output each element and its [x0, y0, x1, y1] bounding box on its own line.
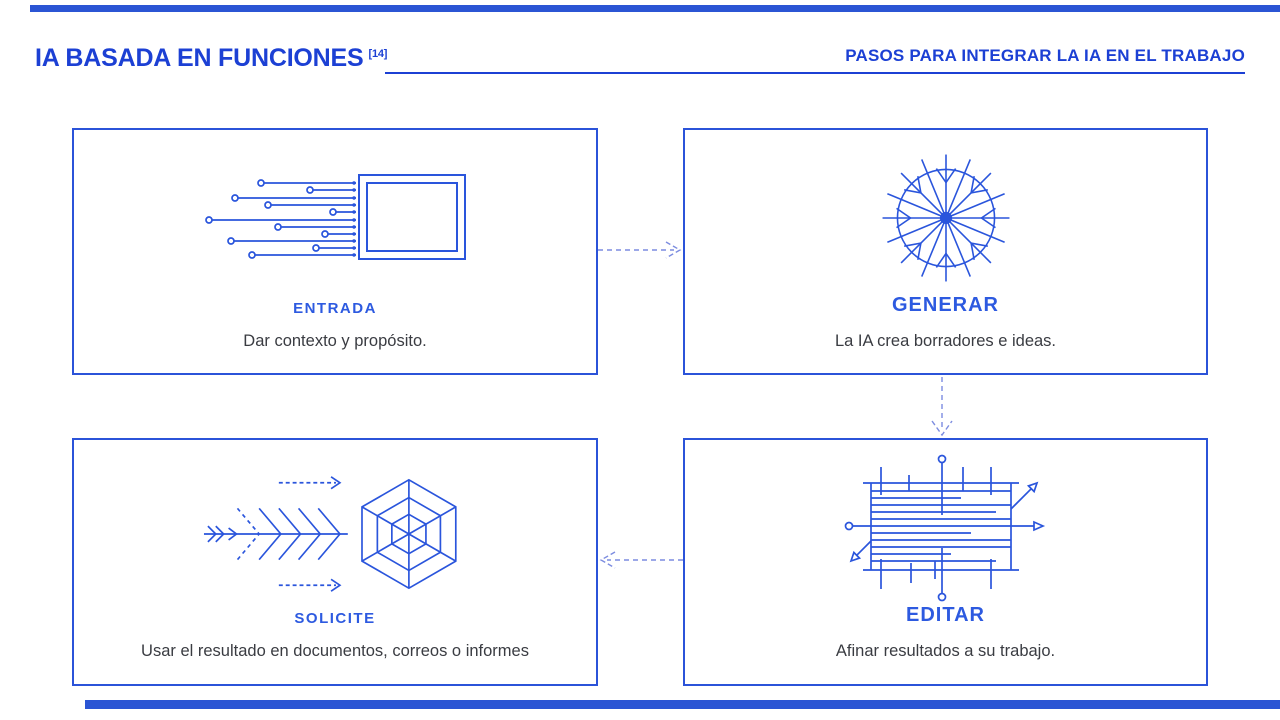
- card-editar-description: Afinar resultados a su trabajo.: [835, 642, 1056, 660]
- entrada-icon-wrap: [74, 130, 596, 306]
- connector-arrow-down: [931, 377, 953, 437]
- page-title: IA BASADA EN FUNCIONES [14]: [35, 44, 387, 73]
- generar-icon-wrap: [685, 130, 1206, 306]
- card-editar-label: EDITAR: [906, 604, 985, 626]
- card-generar: GENERAR La IA crea borradores e ideas.: [683, 128, 1208, 375]
- input-stream-icon: [205, 174, 466, 260]
- connector-arrow-left: [599, 551, 683, 569]
- top-accent-bar: [30, 5, 1280, 12]
- request-arrow-web-icon: [203, 476, 457, 592]
- card-solicite-label: SOLICITE: [294, 610, 376, 627]
- solicite-icon-wrap: [74, 446, 596, 622]
- subtitle-rule: PASOS PARA INTEGRAR LA IA EN EL TRABAJO: [385, 46, 1245, 74]
- card-solicite-description: Usar el resultado en documentos, correos…: [141, 642, 529, 660]
- bottom-accent-bar: [85, 700, 1280, 709]
- card-entrada: ENTRADA Dar contexto y propósito.: [72, 128, 598, 375]
- page-title-text: IA BASADA EN FUNCIONES: [35, 44, 364, 72]
- card-entrada-description: Dar contexto y propósito.: [243, 332, 427, 350]
- edit-document-icon: [844, 454, 1045, 602]
- connector-arrow-right: [598, 241, 682, 259]
- generate-burst-icon: [882, 154, 1009, 282]
- card-solicite: SOLICITE Usar el resultado en documentos…: [72, 438, 598, 686]
- editar-icon-wrap: [685, 440, 1206, 616]
- page-subtitle: PASOS PARA INTEGRAR LA IA EN EL TRABAJO: [845, 46, 1245, 65]
- title-reference: [14]: [368, 47, 388, 60]
- card-editar: EDITAR Afinar resultados a su trabajo.: [683, 438, 1208, 686]
- card-generar-description: La IA crea borradores e ideas.: [834, 332, 1057, 350]
- card-generar-label: GENERAR: [891, 294, 999, 316]
- card-entrada-label: ENTRADA: [293, 300, 377, 317]
